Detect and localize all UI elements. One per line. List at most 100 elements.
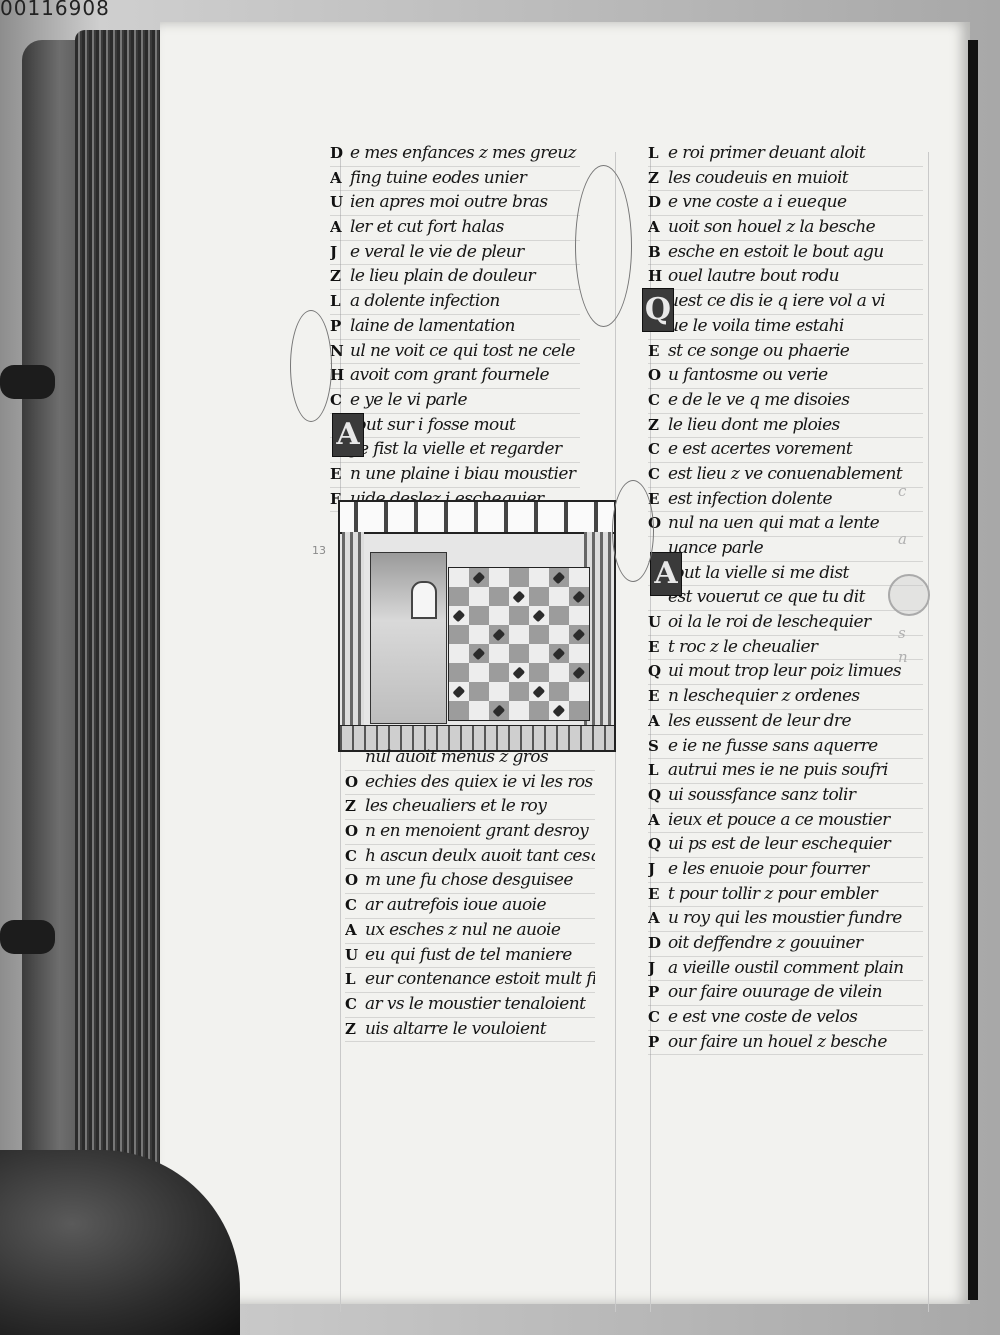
verse-text: e les enuoie pour fourrer [668, 858, 869, 879]
chess-square [529, 587, 549, 606]
chess-square [469, 625, 489, 644]
verse-text: est lieu z ve conuenablement [668, 463, 903, 484]
verse-initial: C [345, 896, 357, 915]
chess-piece-icon [492, 628, 506, 641]
chess-square [509, 682, 529, 701]
verse-initial: O [648, 366, 661, 385]
chess-piece-icon [532, 609, 546, 622]
verse-text: e ye le vi parle [350, 389, 468, 410]
verse-initial: B [648, 242, 661, 261]
verse-text: a dolente infection [350, 291, 500, 312]
verse-line: Quest ce dis ie q iere vol a vi [648, 290, 923, 315]
chess-square [529, 682, 549, 701]
next-leaf-edge [968, 40, 978, 1300]
verse-initial: S [648, 736, 659, 755]
verse-line: est vouerut ce que tu dit [648, 586, 923, 612]
verse-text: les cheualiers et le roy [365, 796, 547, 817]
chess-square [489, 644, 509, 663]
cutoff-fragment: s [898, 624, 906, 642]
chess-piece-icon [572, 628, 586, 641]
verse-text: ul ne voit ce qui tost ne cele [350, 340, 575, 361]
chess-piece-icon [532, 685, 546, 698]
verse-initial: A [648, 218, 660, 237]
verse-text: eur contenance estoit mult fiere [365, 969, 595, 990]
chess-square [449, 682, 469, 701]
chess-square [449, 701, 469, 720]
verse-initial: C [345, 846, 357, 865]
chess-piece-icon [472, 647, 486, 660]
verse-initial: J [648, 958, 655, 977]
crenellation [340, 502, 614, 534]
pen-flourish [575, 165, 632, 327]
verse-line: ye fist la vielle et regarder [330, 438, 580, 463]
chess-square [509, 663, 529, 682]
verse-initial: L [648, 761, 659, 780]
chess-square [489, 587, 509, 606]
verse-initial: A [330, 168, 342, 187]
page-edges [75, 30, 170, 1300]
chess-square [509, 644, 529, 663]
church-building [370, 552, 447, 724]
verse-initial: Q [648, 835, 661, 854]
cutoff-fragment: a [898, 530, 907, 548]
verse-text: u fantosme ou verie [668, 365, 828, 386]
chess-square [549, 701, 569, 720]
chess-square [449, 587, 469, 606]
verse-text: u roy qui les moustier fundre [668, 908, 902, 929]
verse-text: n une plaine i biau moustier [350, 463, 576, 484]
chess-square [489, 701, 509, 720]
verse-text: ui soussfance sanz tolir [668, 784, 856, 805]
verse-initial: D [330, 144, 343, 162]
verse-text: e roi primer deuant aloit [668, 143, 866, 163]
chess-square [469, 701, 489, 720]
verse-text: a vieille oustil comment plain [668, 957, 904, 978]
verse-text: e de le ve q me disoies [668, 389, 850, 410]
ruling-line [928, 152, 929, 1312]
verse-text: autrui mes ie ne puis soufri [668, 760, 888, 781]
verse-initial: D [648, 934, 661, 952]
verse-text: our faire un houel z besche [668, 1031, 887, 1052]
verse-initial: A [345, 920, 357, 939]
verse-text: nul auoit menus z gros [365, 747, 549, 767]
verse-initial: P [648, 1032, 659, 1051]
verse-text: e ie ne fusse sans aquerre [668, 735, 878, 756]
chess-square [529, 644, 549, 663]
verse-text: uis altarre le vouloient [365, 1018, 547, 1039]
verse-initial: Z [648, 415, 659, 434]
verse-text: e est acertes vorement [668, 439, 853, 460]
cutoff-fragment: c [898, 482, 907, 500]
verse-initial: A [330, 218, 342, 237]
verse-text: ouel lautre bout rodu [668, 266, 840, 287]
chess-square [469, 606, 489, 625]
chess-piece-icon [452, 609, 466, 622]
verse-text: ar autrefois ioue auoie [365, 895, 547, 916]
chess-square [529, 625, 549, 644]
verse-text: uoit son houel z la besche [668, 217, 876, 238]
verse-text: fing tuine eodes unier [350, 167, 527, 188]
cutoff-fragment: n [898, 648, 908, 666]
verse-text: le lieu plain de douleur [350, 266, 536, 287]
